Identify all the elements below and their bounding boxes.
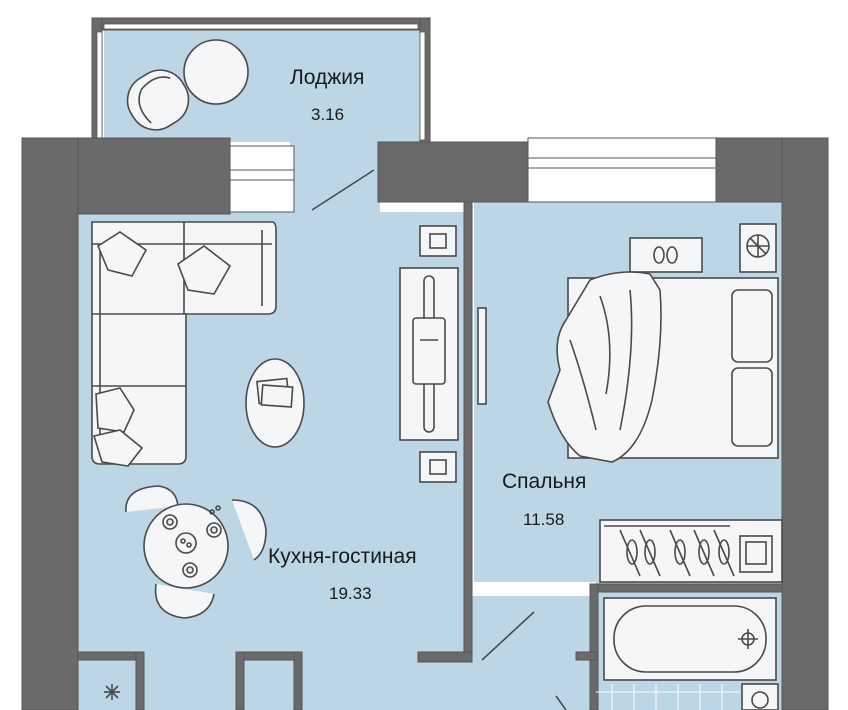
- kitchen-living-name: Кухня-гостиная: [268, 545, 417, 568]
- loggia-door[interactable]: [311, 169, 375, 211]
- outer-wall-left: [21, 137, 79, 710]
- loggia-armchair[interactable]: [118, 60, 199, 139]
- pillow: [731, 289, 773, 363]
- loggia-glass-right: [419, 31, 426, 141]
- coffee-table[interactable]: [245, 358, 305, 448]
- slippers-icon: [653, 246, 678, 264]
- bathroom-door[interactable]: [555, 695, 567, 710]
- loggia-area: 3.16: [311, 105, 344, 124]
- wardrobe[interactable]: [599, 519, 783, 583]
- kitchen-bottom-wall-mid: [235, 651, 303, 661]
- outer-wall-top-mid: [377, 141, 529, 203]
- outer-wall-right: [781, 137, 829, 710]
- kitchen-bottom-wall-mid-side: [235, 651, 245, 710]
- sofa-cushion: [177, 245, 232, 295]
- snowflake-icon: [104, 684, 120, 700]
- dining-set[interactable]: [125, 485, 267, 619]
- corner-sofa[interactable]: [91, 221, 277, 467]
- bathroom-tiles: [596, 684, 740, 710]
- bathtub[interactable]: [603, 597, 777, 681]
- bedroom-furniture: [477, 223, 783, 583]
- kitchen-bottom-wall-mid-side2: [293, 651, 303, 710]
- double-bed[interactable]: [547, 271, 779, 463]
- washbasin[interactable]: [741, 683, 779, 710]
- room-labels: Лоджия 3.16 Спальня 11.58 Кухня-гостиная…: [268, 66, 586, 603]
- partition-bathroom-left: [589, 583, 599, 710]
- loggia-passage-floor: [290, 138, 380, 218]
- kitchen-bottom-wall-left-side: [135, 651, 145, 710]
- sofa-cushion: [97, 231, 148, 277]
- crosshair-icon: [738, 629, 758, 649]
- loggia-furniture: [118, 39, 249, 139]
- partition-stub-bottom: [417, 651, 473, 663]
- kitchen-bottom-wall-left: [77, 651, 145, 661]
- partition-bathroom-top: [589, 583, 783, 593]
- partition-kitchen-bedroom: [463, 201, 473, 663]
- bathroom-fixtures: [596, 597, 779, 710]
- loggia-glass-top: [103, 23, 419, 30]
- tv-unit[interactable]: [399, 267, 459, 441]
- partition-stub-door: [575, 651, 597, 661]
- window-right: [527, 137, 717, 203]
- fan-icon: [746, 234, 770, 258]
- bedroom-wall-panel[interactable]: [477, 307, 487, 405]
- air-conditioner[interactable]: [739, 223, 777, 273]
- bedroom-area: 11.58: [523, 510, 564, 529]
- walls: [21, 17, 829, 710]
- sofa-cushion: [95, 387, 135, 433]
- speaker-bottom[interactable]: [419, 451, 457, 483]
- bedroom-name: Спальня: [502, 470, 586, 493]
- loggia-name: Лоджия: [290, 66, 364, 89]
- loggia-glass-left: [96, 31, 103, 141]
- speaker-top[interactable]: [419, 225, 457, 257]
- window-left: [229, 145, 295, 213]
- doors: [311, 169, 567, 710]
- sofa-cushion: [92, 429, 144, 467]
- kitchen-living-furniture: [91, 221, 459, 700]
- loggia-round-table[interactable]: [183, 39, 249, 105]
- pillow: [731, 367, 773, 447]
- slippers-mat[interactable]: [629, 237, 703, 273]
- blanket: [547, 271, 662, 463]
- kitchen-living-area: 19.33: [329, 584, 372, 603]
- bedroom-door[interactable]: [481, 611, 535, 661]
